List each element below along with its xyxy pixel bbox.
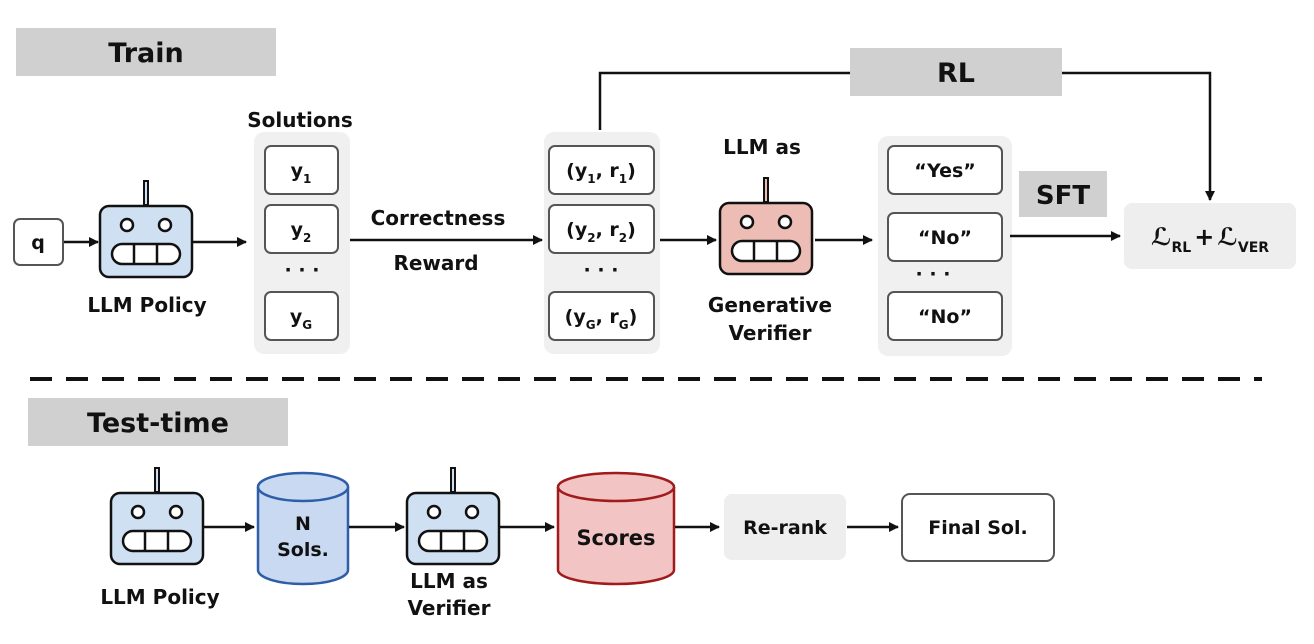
answer-item: “Yes” [887,145,1003,195]
pairs-panel: (y1, r1) (y2, r2) · · · (yG, rG) [544,132,660,354]
solution-item: y2 [264,204,339,254]
test-policy-label: LLM Policy [100,585,219,609]
train-policy-robot-icon [98,180,194,279]
test-verifier-robot-icon [405,467,501,566]
n-solutions-line1: N [295,513,311,535]
svg-text:yG: yG [290,306,312,332]
solution-item: yG [264,291,339,341]
rl-label: RL [937,58,975,89]
svg-text:y2: y2 [291,219,312,245]
svg-text:“No”: “No” [918,306,972,328]
sft-box: SFT [1019,171,1107,217]
rerank-label: Re-rank [743,517,827,539]
answer-item: “No” [887,212,1003,262]
verifier-bottom-label-2: Verifier [729,321,812,345]
test-title: Test-time [87,408,229,439]
pair-item: (y2, r2) [548,204,655,254]
svg-text:“No”: “No” [918,227,972,249]
query-box: q [13,218,64,266]
n-solutions-line2: Sols. [277,539,329,561]
answers-panel: “Yes” “No” · · · “No” [878,136,1012,356]
solutions-ellipsis: · · · [285,259,320,281]
svg-text:“Yes”: “Yes” [914,160,976,182]
svg-text:y1: y1 [291,160,312,186]
rl-path-left [598,71,850,130]
verifier-top-label: LLM as [723,135,801,159]
test-header: Test-time [28,398,288,446]
train-policy-label: LLM Policy [87,293,206,317]
rl-path-right [1062,71,1215,201]
test-verifier-label-2: Verifier [408,596,491,620]
test-verifier-label-1: LLM as [410,569,488,593]
final-solution-label: Final Sol. [928,517,1027,539]
scores-label: Scores [576,526,655,550]
train-title: Train [108,38,183,69]
verifier-bottom-label-1: Generative [708,293,832,317]
rerank-box: Re-rank [724,494,846,560]
pair-item: (y1, r1) [548,145,655,195]
solutions-title: Solutions [247,108,353,132]
reward-label-line2: Reward [393,251,478,275]
solutions-panel: y1 y2 · · · yG [254,132,350,354]
answers-ellipsis: · · · [916,263,951,285]
loss-formula: ℒRL+ℒVER [1151,223,1269,256]
solution-item: y1 [264,145,339,195]
pairs-ellipsis: · · · [584,259,619,281]
sft-label: SFT [1036,181,1090,211]
answer-item: “No” [887,291,1003,341]
train-header: Train [16,28,276,76]
loss-box: ℒRL+ℒVER [1124,203,1296,269]
reward-label-line1: Correctness [371,206,506,230]
final-solution-box: Final Sol. [901,493,1055,562]
scores-cylinder-icon: Scores [556,471,676,586]
rl-box: RL [850,48,1062,96]
test-policy-robot-icon [109,467,205,566]
query-label: q [31,232,45,254]
generative-verifier-robot-icon [718,177,814,276]
n-solutions-cylinder-icon: N Sols. [256,471,350,586]
pair-item: (yG, rG) [548,291,655,341]
